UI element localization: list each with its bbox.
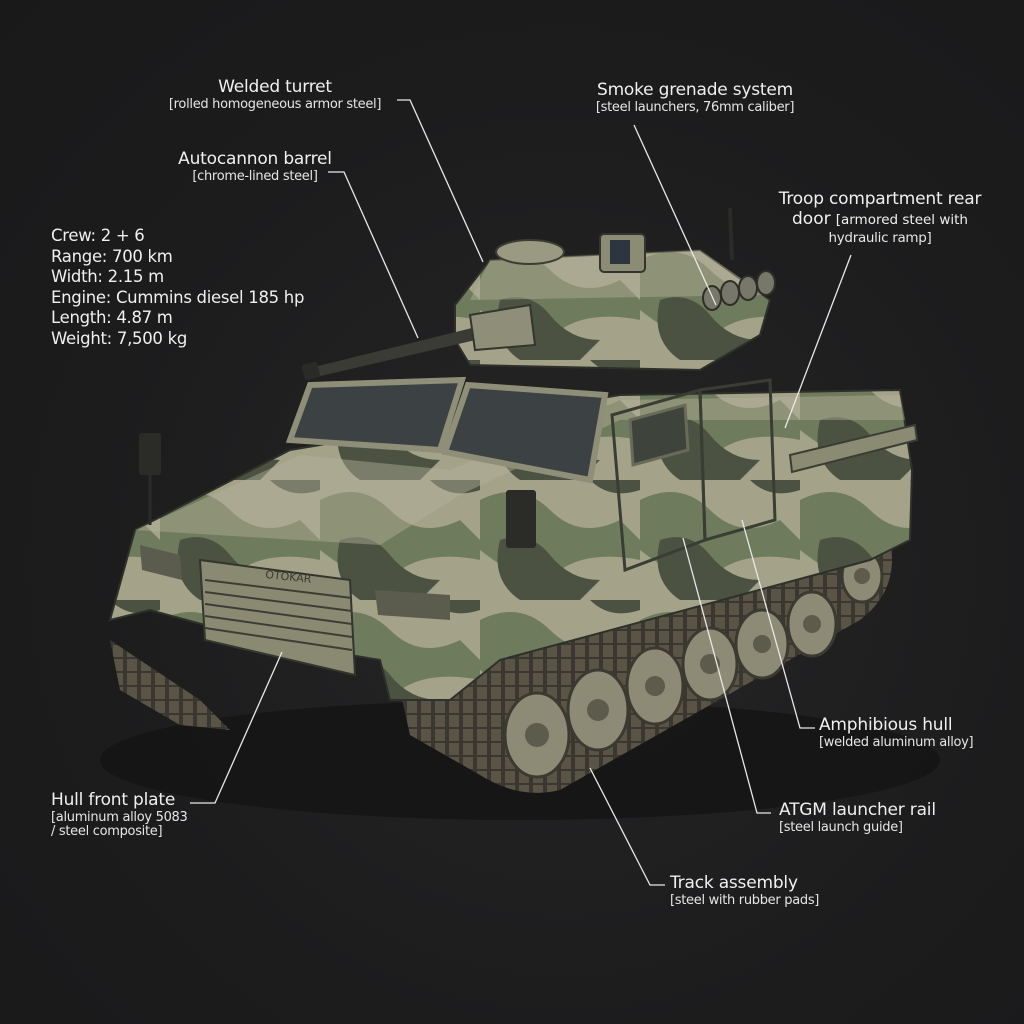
callout-title: ATGM launcher rail xyxy=(779,800,936,820)
callout-smoke-grenade: Smoke grenade system [steel launchers, 7… xyxy=(570,80,820,115)
leader-autocannon xyxy=(328,171,419,339)
grille-marking: OTOKAR xyxy=(265,568,313,586)
callout-hull-front-plate: Hull front plate [aluminum alloy 5083 / … xyxy=(51,790,188,840)
leader-welded-turret xyxy=(397,99,484,263)
amphibious-hull: OTOKAR xyxy=(108,376,919,701)
leader-smoke xyxy=(633,124,717,306)
callout-rear-door: Troop compartment rear door [armored ste… xyxy=(765,189,995,246)
callout-atgm-rail: ATGM launcher rail [steel launch guide] xyxy=(779,800,936,835)
spec-range: Range: 700 km xyxy=(51,246,173,266)
callout-material-cont: hydraulic ramp] xyxy=(828,229,932,246)
callout-title: Autocannon barrel xyxy=(178,149,332,169)
callout-material: [steel with rubber pads] xyxy=(670,892,820,908)
callout-material: [chrome-lined steel] xyxy=(192,168,318,184)
callout-welded-turret: Welded turret [rolled homogeneous armor … xyxy=(150,77,400,112)
leader-rear-door xyxy=(784,254,852,429)
track-assembly xyxy=(110,540,892,793)
callout-material: [steel launchers, 76mm caliber] xyxy=(595,99,795,115)
leader-hull xyxy=(741,519,815,729)
callout-title: Smoke grenade system xyxy=(596,80,794,100)
windshield-right xyxy=(441,381,609,484)
callout-material: [aluminum alloy 5083 xyxy=(51,809,188,825)
smoke-grenade-launchers xyxy=(702,270,776,311)
spec-width: Width: 2.15 m xyxy=(51,267,164,286)
callout-material: [rolled homogeneous armor steel] xyxy=(168,96,382,112)
hull-front-plate xyxy=(198,558,357,677)
callout-material-cont: / steel composite] xyxy=(51,824,163,840)
leader-lines xyxy=(190,99,852,886)
callout-title-cont: door xyxy=(792,209,831,230)
callout-title: Hull front plate xyxy=(51,790,176,810)
callout-title: Welded turret xyxy=(218,77,332,97)
callout-title: Track assembly xyxy=(670,873,798,893)
leader-front-plate xyxy=(190,651,283,804)
spec-engine: Engine: Cummins diesel 185 hp xyxy=(51,287,305,307)
leader-track xyxy=(589,767,665,886)
atgm-launcher-rail xyxy=(788,423,919,474)
callout-title: Amphibious hull xyxy=(819,715,953,735)
spec-length: Length: 4.87 m xyxy=(51,308,173,327)
autocannon-barrel xyxy=(301,303,537,381)
leader-atgm xyxy=(682,537,771,814)
callout-autocannon: Autocannon barrel [chrome-lined steel] xyxy=(150,149,360,184)
callout-title: Troop compartment rear xyxy=(778,189,982,209)
callout-material: [welded aluminum alloy] xyxy=(819,734,974,750)
spec-crew: Crew: 2 + 6 xyxy=(51,226,145,245)
windshield-left xyxy=(285,376,467,454)
specifications-list: Crew: 2 + 6 Range: 700 km Width: 2.15 m … xyxy=(51,226,304,349)
callout-track-assembly: Track assembly [steel with rubber pads] xyxy=(670,873,820,908)
callout-material: [armored steel with xyxy=(835,212,968,229)
callout-amphibious-hull: Amphibious hull [welded aluminum alloy] xyxy=(819,715,974,750)
spec-weight: Weight: 7,500 kg xyxy=(51,328,187,348)
callout-material: [steel launch guide] xyxy=(779,819,903,835)
